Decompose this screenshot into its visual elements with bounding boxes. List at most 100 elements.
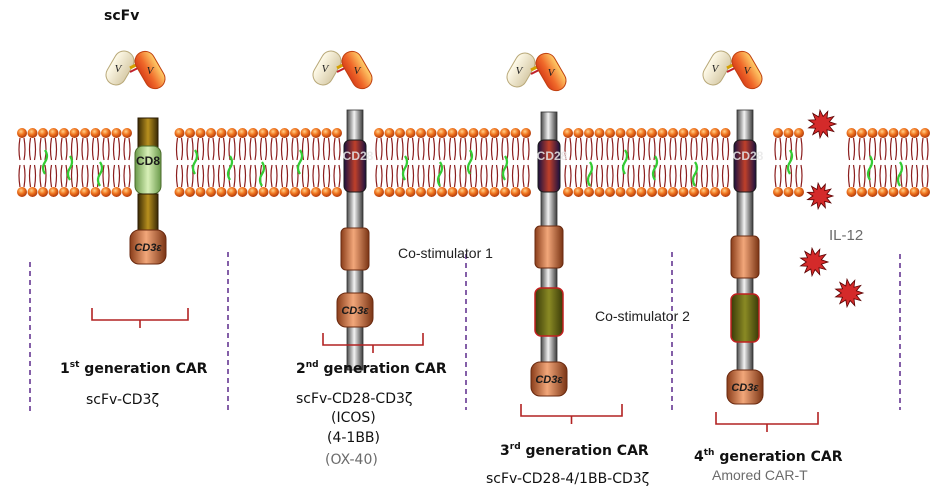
lipid-head <box>846 187 857 197</box>
lipid-head <box>216 128 227 138</box>
lipid-head <box>678 128 689 138</box>
cholesterol <box>66 155 74 181</box>
lipid-head <box>185 128 195 138</box>
lipid <box>510 128 521 197</box>
lipid-tail <box>312 164 320 188</box>
cholesterol <box>651 155 659 181</box>
lipid <box>17 128 27 197</box>
lipid-tail <box>511 164 520 188</box>
lipid-head <box>195 187 206 197</box>
lipid-tail <box>270 164 278 188</box>
lipid-head <box>489 128 500 138</box>
lipid-head <box>80 187 90 197</box>
lipid-tail <box>784 164 793 188</box>
lipid-tail <box>679 137 688 161</box>
il12-molecule <box>806 181 835 211</box>
lipid-head <box>563 128 573 138</box>
lipid-head <box>122 187 132 197</box>
lipid-head <box>668 187 678 197</box>
lipid-head <box>773 187 783 197</box>
lipid-tail <box>312 137 320 161</box>
lipid-head <box>27 187 38 197</box>
costimulator-1-label: Co-stimulator 1 <box>398 245 493 261</box>
cholesterol <box>586 161 594 187</box>
lipid <box>405 128 416 197</box>
lipid-head <box>17 187 27 197</box>
bracket <box>91 308 189 328</box>
lipid-head <box>909 187 920 197</box>
lipid-head <box>468 128 479 138</box>
lipid-tail <box>217 137 226 161</box>
lipid-tail <box>669 164 677 188</box>
lipid-head <box>699 187 710 197</box>
lipid-head <box>479 128 489 138</box>
cd3-label: CD3ε <box>341 305 369 317</box>
lipid <box>248 128 258 197</box>
lipid-tail <box>711 164 719 188</box>
cholesterol <box>501 155 509 181</box>
lipid-tail <box>690 137 698 161</box>
lipid <box>773 128 783 197</box>
lipid <box>38 128 48 197</box>
lipid-tail <box>595 164 604 188</box>
vl-label: V <box>354 65 362 77</box>
lipid-tail <box>784 137 793 161</box>
lipid-tail <box>49 164 58 188</box>
lipid-head <box>122 128 132 138</box>
lipid-tail <box>301 137 310 161</box>
lipid-tail <box>459 137 467 161</box>
lipid-head <box>605 128 615 138</box>
lipid-tail <box>658 137 667 161</box>
lipid-tail <box>375 137 383 161</box>
lipid-tail <box>123 164 131 188</box>
il12-molecule <box>807 108 838 140</box>
lipid-head <box>374 128 384 138</box>
lipid-tail <box>102 137 110 161</box>
lipid-tail <box>574 164 583 188</box>
lipid-head <box>447 128 458 138</box>
lipid-tail <box>627 137 635 161</box>
cholesterol <box>401 155 409 181</box>
vl-label: V <box>548 67 556 79</box>
lipid-tail <box>795 137 803 161</box>
lipid-tail <box>385 137 394 161</box>
bracket <box>322 333 424 353</box>
lipid <box>857 128 867 197</box>
lipid-tail <box>511 137 520 161</box>
cd28-label: CD28 <box>733 149 764 163</box>
lipid-tail <box>18 164 26 188</box>
lipid-tail <box>774 137 782 161</box>
lipid-tail <box>322 137 331 161</box>
lipid-head <box>647 187 657 197</box>
lipid-tail <box>322 164 331 188</box>
lipid-head <box>395 128 405 138</box>
cd3-label: CD3ε <box>731 382 759 394</box>
lipid-tail <box>175 164 184 188</box>
vh-label: V <box>322 63 330 75</box>
lipid-tail <box>112 164 121 188</box>
lipid-head <box>38 128 48 138</box>
lipid-head <box>899 187 909 197</box>
lipid-head <box>69 128 80 138</box>
generation-brackets <box>91 308 819 432</box>
bracket <box>715 412 819 432</box>
bracket <box>520 404 623 424</box>
lipid-tail <box>112 137 121 161</box>
il12-molecule <box>799 246 830 278</box>
lipid-head <box>258 187 269 197</box>
lipid-tail <box>28 164 37 188</box>
lipid-tail <box>480 137 488 161</box>
vh-label: V <box>516 65 524 77</box>
cd3-label: CD3ε <box>535 374 563 386</box>
lipid-tail <box>301 164 310 188</box>
lipid-head <box>605 187 615 197</box>
lipid <box>48 128 59 197</box>
generation-4-block: 4th generation CAR Amored CAR-T <box>694 448 843 483</box>
lipid-head <box>678 187 689 197</box>
cholesterol <box>896 161 904 187</box>
lipid-head <box>416 128 426 138</box>
lipid <box>783 128 794 197</box>
vl-label: V <box>147 65 155 77</box>
lipid-tail <box>18 137 26 161</box>
